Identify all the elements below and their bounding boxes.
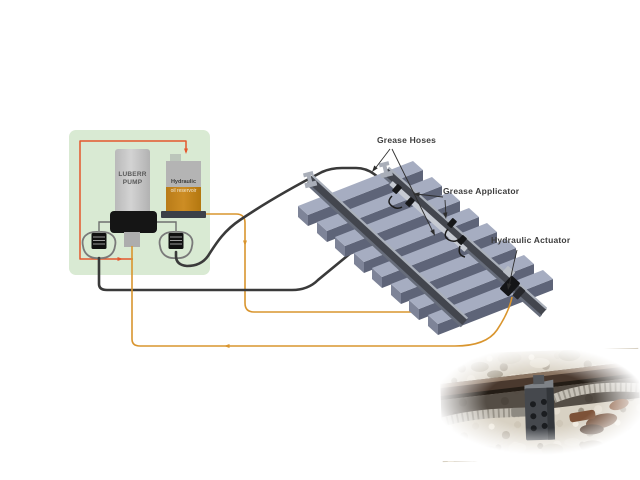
distribution-valve-left [81,231,117,259]
pilot-arrow-down-icon [184,148,188,154]
applicator-clamp [405,197,415,207]
pump-label-line2: PUMP [122,179,143,186]
applicator-clamp [447,218,457,228]
hydraulic-line-pump-to-actuator [131,246,513,347]
photo-feathered-edge [439,349,640,461]
pump-valve-connectors [98,221,177,231]
pump-cylinder [115,149,150,214]
label-grease-hoses: Grease Hoses [377,135,437,145]
hydraulic-line-reservoir-to-track [206,213,424,313]
grease-hose-right [174,166,388,268]
applicator-mounting-plate [389,181,468,252]
distribution-valve-right [158,231,194,259]
pump-label-line1: LUBERR [118,171,147,178]
pump-base [110,211,157,233]
rail-end-profile [378,161,394,179]
reservoir-top [166,161,201,188]
railway-track [298,161,553,335]
pilot-arrow-right-icon [117,257,123,261]
applicator-clamp [392,184,402,194]
pump-label: LUBERR PUMP [110,171,155,187]
rail-left [302,171,469,328]
hydraulic-arrow-down-icon [243,240,247,246]
reservoir-label-line2: oil reservoir [170,187,197,194]
grease-applicator-units [388,184,467,258]
annotation-arrowheads [372,165,512,290]
luberr-pump [110,149,157,247]
label-grease-applicator: Grease Applicator [443,186,520,196]
pump-station-panel [69,130,210,275]
reservoir-base-plate [161,211,206,218]
pump-outlet [124,232,140,247]
rail-end-profile [302,171,318,189]
applicator-clamp [457,235,467,245]
reservoir-oil [166,187,201,213]
hydraulic-arrow-left-icon [224,344,230,348]
reservoir-cap [170,154,181,163]
reservoir-label-line1: Hydraulic [170,179,197,185]
photo-inset-grease-applicator [439,347,640,463]
grease-hose-left [97,250,354,292]
hydraulic-oil-reservoir [161,154,206,218]
label-hydraulic-actuator: Hydraulic Actuator [491,235,571,245]
